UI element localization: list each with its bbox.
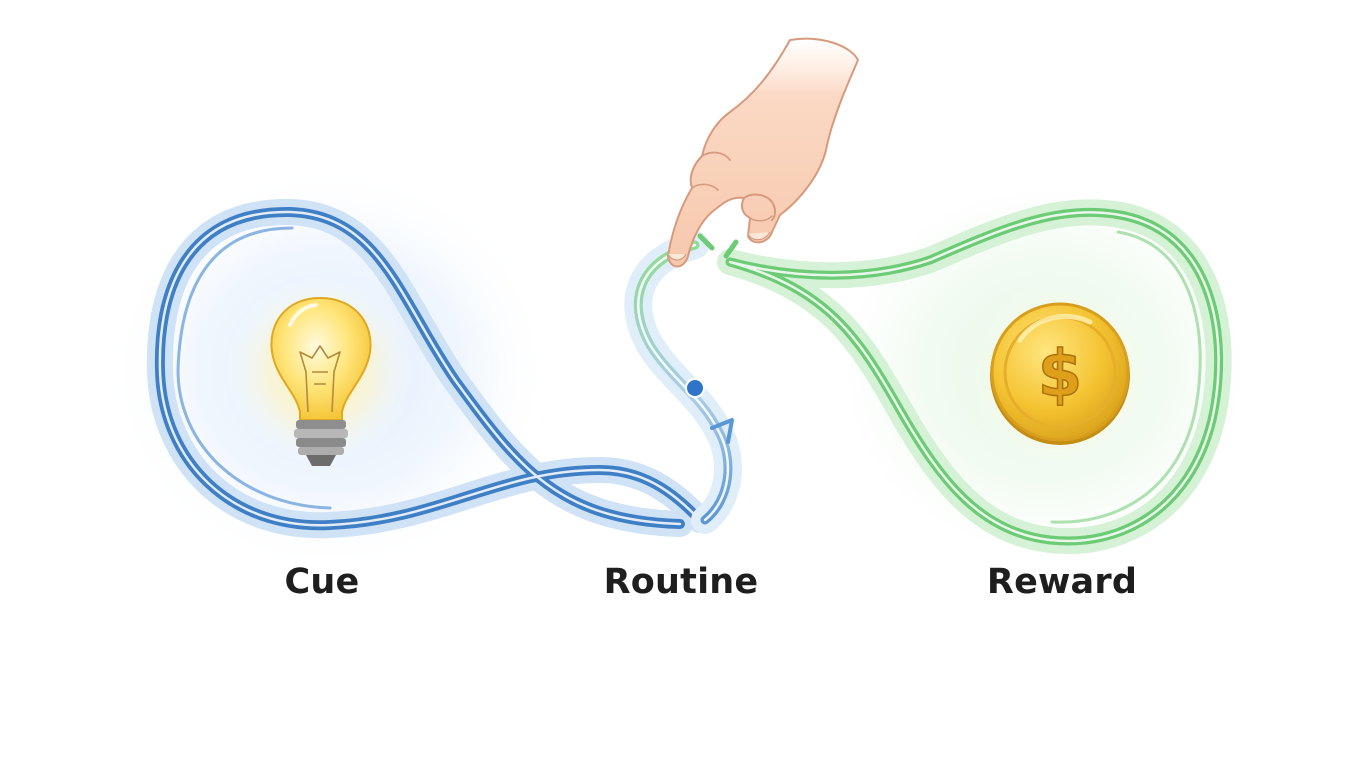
routine-connector bbox=[624, 231, 742, 534]
routine-arrow-icon bbox=[710, 418, 734, 444]
routine-dot bbox=[685, 378, 705, 398]
reward-loop bbox=[717, 199, 1232, 554]
cue-label: Cue bbox=[284, 562, 360, 602]
cue-loop bbox=[146, 198, 713, 539]
routine-label: Routine bbox=[603, 562, 759, 602]
hand-icon bbox=[667, 37, 859, 268]
dollar-coin-icon: $ bbox=[965, 280, 1155, 470]
lightbulb-icon bbox=[225, 275, 415, 466]
reward-label: Reward bbox=[986, 562, 1138, 602]
coin-symbol: $ bbox=[1038, 338, 1083, 412]
